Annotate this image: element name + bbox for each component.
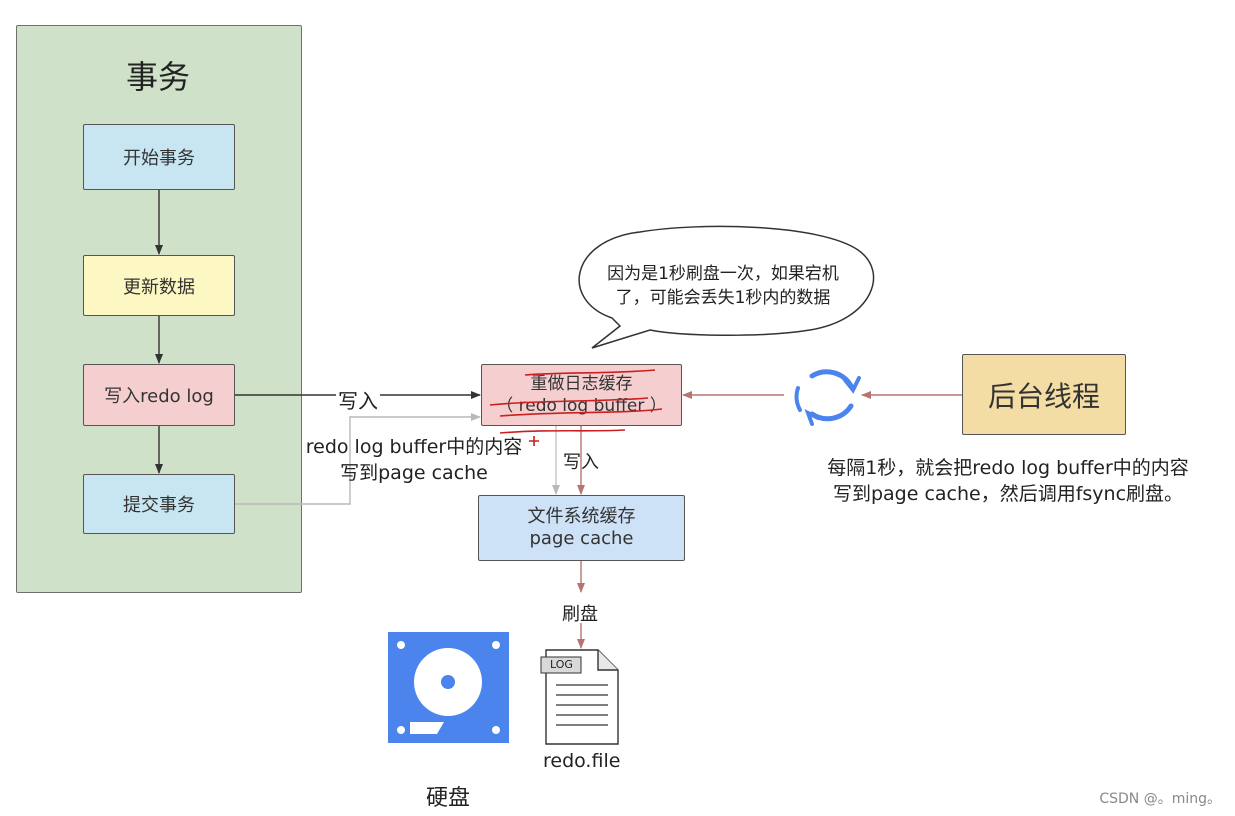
page-cache-box: 文件系统缓存 page cache	[478, 495, 685, 561]
flush-label: 刷盘	[562, 604, 598, 625]
panel-title: 事务	[125, 58, 190, 96]
red-annotation-strike-3	[499, 408, 663, 417]
write-down-label: 写入	[563, 452, 599, 473]
commit-note-line-1: redo log buffer中的内容	[305, 436, 523, 458]
bubble-line-2: 了，可能会丢失1秒内的数据	[615, 288, 831, 308]
commit-note-line-2: 写到page cache	[340, 462, 488, 484]
commit-note: redo log buffer中的内容 写到page cache	[304, 434, 524, 486]
speech-bubble	[578, 225, 875, 349]
red-annotation-underline	[499, 429, 626, 434]
background-thread-box: 后台线程	[962, 354, 1126, 435]
step-update-data: 更新数据	[83, 255, 235, 316]
step-commit-transaction: 提交事务	[83, 474, 235, 534]
step-write-redo-log: 写入redo log	[83, 364, 235, 426]
redo-file-label: redo.file	[543, 750, 621, 772]
speech-bubble-text: 因为是1秒刷盘一次，如果宕机 了，可能会丢失1秒内的数据	[588, 262, 858, 310]
log-file-icon	[540, 649, 619, 745]
refresh-cycle-icon	[794, 369, 861, 426]
red-annotation-strike-1	[524, 369, 656, 376]
step-start-transaction: 开始事务	[83, 124, 235, 190]
buffer-title: 重做日志缓存	[530, 374, 633, 394]
write-in-label: 写入	[336, 385, 380, 414]
cache-title: 文件系统缓存	[527, 506, 636, 527]
arrow-commit-to-buffer	[235, 413, 481, 505]
bubble-line-1: 因为是1秒刷盘一次，如果宕机	[607, 264, 839, 284]
watermark: CSDN @。ming。	[1099, 791, 1221, 807]
hard-disk-icon	[388, 632, 509, 743]
thread-note: 每隔1秒，就会把redo log buffer中的内容 写到page cache…	[812, 455, 1204, 507]
disk-label: 硬盘	[426, 786, 471, 811]
log-tag-label: LOG	[550, 658, 573, 671]
red-annotation-plus	[529, 436, 539, 446]
cache-subtitle: page cache	[529, 528, 634, 549]
thread-note-line-2: 写到page cache，然后调用fsync刷盘。	[832, 483, 1184, 505]
red-annotation-strike-2	[489, 397, 649, 406]
thread-note-line-1: 每隔1秒，就会把redo log buffer中的内容	[827, 457, 1189, 479]
